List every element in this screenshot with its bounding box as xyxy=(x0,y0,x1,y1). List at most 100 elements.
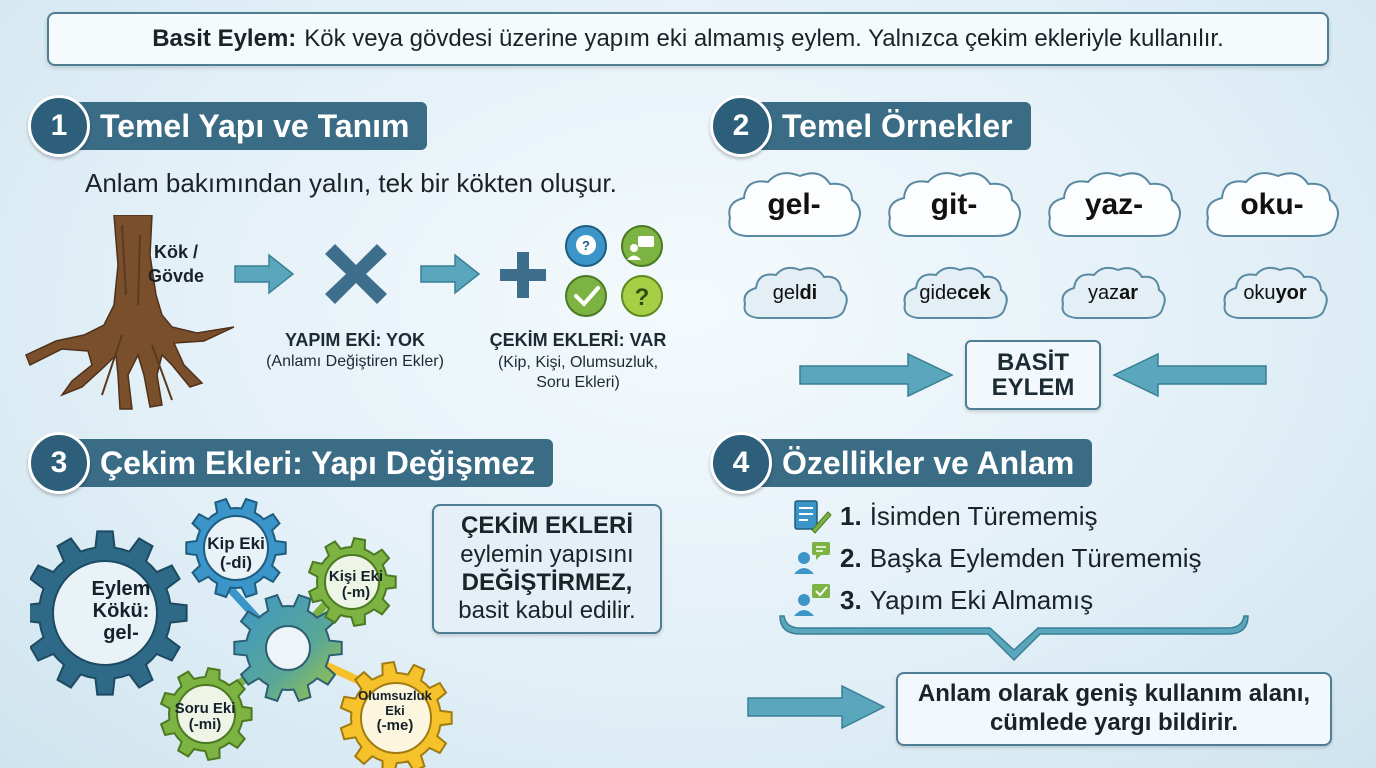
inflected-suffix: cek xyxy=(957,281,991,304)
inflected-stem: gel xyxy=(772,281,800,304)
root-cloud: gel- xyxy=(724,168,864,242)
inflected-suffix: yor xyxy=(1275,281,1307,304)
cekim-info-box: ÇEKİM EKLERİ eylemin yapısını DEĞİŞTİRME… xyxy=(432,504,662,634)
arrow-right-icon xyxy=(747,684,886,730)
cekim-box-line-2: eylemin yapısını xyxy=(460,540,634,568)
definition-term: Basit Eylem: xyxy=(152,25,297,52)
main-gear-icon-hub xyxy=(52,560,158,666)
brace-connector xyxy=(779,615,1249,662)
section-1-title: Temel Yapı ve Tanım xyxy=(72,102,428,150)
feature-item: 1. İsimden Türememiş xyxy=(792,498,1098,534)
document-pen-icon xyxy=(794,500,832,534)
section-3-number: 3 xyxy=(28,432,90,494)
meaning-line-2: cümlede yargı bildirir. xyxy=(989,709,1239,736)
definition-box: Basit Eylem: Kök veya gövdesi üzerine ya… xyxy=(47,12,1329,66)
center-gear-icon-hub xyxy=(265,625,311,671)
person-check-icon xyxy=(794,584,830,616)
person-chat-icon xyxy=(794,542,830,574)
feature-item: 2. Başka Eylemden Türememiş xyxy=(792,540,1202,576)
cekim-title: ÇEKİM EKLERİ: VAR xyxy=(489,330,667,350)
kisi-gear-icon-hub xyxy=(324,554,380,610)
inflected-stem: gide xyxy=(919,281,958,304)
arrow-right-icon xyxy=(420,253,481,295)
inflected-stem: oku xyxy=(1243,281,1276,304)
feature-text: İsimden Türememiş xyxy=(869,500,1098,531)
cekim-box-line-1: ÇEKİM EKLERİ xyxy=(460,512,633,540)
section-2-number: 2 xyxy=(710,95,772,157)
structure-subtitle: Anlam bakımından yalın, tek bir kökten o… xyxy=(85,168,617,198)
basit-eylem-line-2: EYLEM xyxy=(991,374,1075,401)
root-word: gel- xyxy=(767,188,821,221)
cekim-box-line-4: basit kabul edilir. xyxy=(458,597,636,625)
meaning-line-1: Anlam olarak geniş kullanım alanı, xyxy=(917,680,1311,708)
cekim-box-line-3: DEĞİŞTİRMEZ, xyxy=(461,569,633,596)
section-4-title: Özellikler ve Anlam xyxy=(754,439,1093,487)
main-gear-line: Eylem xyxy=(91,578,151,600)
check-icon xyxy=(565,275,607,317)
meaning-box: Anlam olarak geniş kullanım alanı, cümle… xyxy=(896,672,1332,746)
olumsuzluk-gear-line: Olumsuzluk xyxy=(358,688,432,704)
inflected-stem: yaz xyxy=(1087,281,1120,304)
yapim-info: YAPIM EKİ: YOK (Anlamı Değiştiren Ekler) xyxy=(245,330,465,371)
main-gear-line: Kökü: xyxy=(92,600,150,622)
svg-text:?: ? xyxy=(635,284,650,311)
root-cloud: git- xyxy=(884,168,1024,242)
soru-gear-icon-hub xyxy=(176,684,236,744)
olumsuzluk-gear-line: Eki xyxy=(385,702,405,718)
feature-text: Başka Eylemden Türememiş xyxy=(869,542,1202,573)
feature-text: Yapım Eki Almamış xyxy=(869,584,1094,615)
section-2-title: Temel Örnekler xyxy=(754,102,1031,150)
svg-text:?: ? xyxy=(582,238,590,253)
section-1-number: 1 xyxy=(28,95,90,157)
feature-item: 3. Yapım Eki Almamış xyxy=(792,582,1093,618)
gears-diagram xyxy=(30,498,453,768)
soru-gear-line: Soru Eki xyxy=(174,699,236,717)
tree-root-icon xyxy=(25,215,235,410)
yapim-desc: (Anlamı Değiştiren Ekler) xyxy=(266,353,444,370)
root-word: git- xyxy=(930,188,978,221)
feature-number: 1. xyxy=(840,500,862,531)
basit-eylem-line-1: BASİT xyxy=(997,348,1069,376)
inflected-suffix: ar xyxy=(1119,281,1139,304)
inflected-suffix: di xyxy=(799,281,818,304)
kisi-gear-label: Kişi Eki (-m) xyxy=(318,562,394,608)
cekim-info: ÇEKİM EKLERİ: VAR (Kip, Kişi, Olumsuzluk… xyxy=(478,330,678,393)
yapim-title: YAPIM EKİ: YOK xyxy=(284,330,426,350)
main-gear-label: Eylem Kökü: gel- xyxy=(73,575,169,647)
section-4-header: 4 Özellikler ve Anlam xyxy=(710,432,1093,494)
olumsuzluk-gear-line: (-me) xyxy=(376,717,414,735)
arrow-right-icon xyxy=(799,352,954,398)
chat-person-icon xyxy=(621,225,663,267)
plus-icon xyxy=(500,252,546,298)
root-label-line-2: Gövde xyxy=(148,266,205,287)
cekim-desc-line-2: Soru Ekleri) xyxy=(536,374,620,391)
basit-eylem-box: BASİT EYLEM xyxy=(965,340,1101,410)
kip-gear-icon-hub xyxy=(203,515,269,581)
soru-gear-line: (-mi) xyxy=(188,716,222,733)
section-4-number: 4 xyxy=(710,432,772,494)
root-word: yaz- xyxy=(1084,188,1144,221)
question-icon: ? xyxy=(621,275,663,317)
kisi-gear-line: (-m) xyxy=(341,584,371,601)
arrow-right-icon xyxy=(234,253,295,295)
root-word: oku- xyxy=(1240,188,1304,221)
kip-gear-label: Kip Eki (-di) xyxy=(198,530,274,578)
kip-gear-line: Kip Eki xyxy=(207,534,265,554)
arrow-left-icon xyxy=(1112,352,1267,398)
olumsuzluk-gear-label: Olumsuzluk Eki (-me) xyxy=(352,680,438,744)
olumsuzluk-gear-icon-hub xyxy=(360,682,432,754)
feature-number: 3. xyxy=(840,584,862,615)
suffix-icons-group: ? ? xyxy=(565,225,663,317)
question-head-icon: ? xyxy=(565,225,607,267)
section-1-header: 1 Temel Yapı ve Tanım xyxy=(28,95,428,157)
main-gear-line: gel- xyxy=(103,622,139,644)
soru-gear-label: Soru Eki (-mi) xyxy=(165,694,245,740)
cekim-desc-line-1: (Kip, Kişi, Olumsuzluk, xyxy=(497,354,659,371)
